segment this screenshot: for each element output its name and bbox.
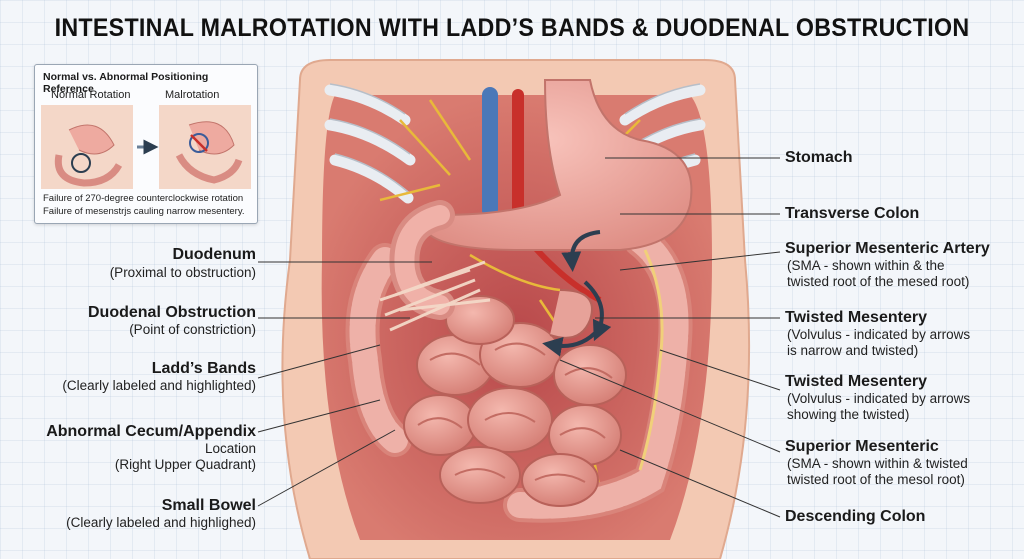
label-superior-mesenteric-line-1: (SMA - shown within & twisted [787,456,968,471]
normal-rotation-caption: Normal Rotation [51,89,131,101]
label-descending-colon: Descending Colon [785,508,926,525]
label-sma: Superior Mesenteric Artery [785,240,990,257]
label-twisted-mesentery-2-line-1: (Volvulus - indicated by arrows [787,391,971,406]
label-stomach: Stomach [785,149,853,166]
label-sma-line-1: (SMA - shown within & the [787,258,945,273]
label-abnormal-cecum-line-2: (Right Upper Quadrant) [114,457,256,472]
ladds-bands [379,260,491,332]
label-ladds-bands-line-1: (Clearly labeled and highlighted) [62,378,256,393]
label-abnormal-cecum: Abnormal Cecum/Appendix [46,423,256,440]
label-superior-mesenteric: Superior Mesenteric [785,438,939,455]
label-abnormal-cecum-line-1: Location [204,441,256,456]
label-ladds-bands: Ladd’s Bands [151,360,256,377]
label-duodenum-line-1: (Proximal to obstruction) [109,265,256,280]
label-twisted-mesentery-1-line-1: (Volvulus - indicated by arrows [787,327,971,342]
twisted-mesentery [549,289,593,339]
left-ribs [324,84,416,204]
inset-note-1: Failure of 270-degree counterclockwise r… [43,193,244,204]
positioning-reference-inset: Normal vs. Abnormal Positioning Referenc… [34,64,258,224]
inset-note-2: Failure of mesenstrjs cauling narrow mes… [43,206,245,217]
label-twisted-mesentery-1-line-2: is narrow and twisted) [787,343,919,358]
label-transverse-colon: Transverse Colon [785,205,920,222]
stomach [423,79,693,251]
inset-title: Normal vs. Abnormal Positioning Referenc… [43,71,209,95]
label-duodenal-obstruction: Duodenal Obstruction [88,304,256,321]
inset-thumbnails [41,105,251,189]
label-twisted-mesentery-2-line-2: showing the twisted) [787,407,910,422]
page-title: INTESTINAL MALROTATION WITH LADD’S BANDS… [54,14,970,42]
label-twisted-mesentery-1: Twisted Mesentery [785,309,927,326]
malrotation-caption: Malrotation [165,89,220,101]
label-duodenal-obstruction-line-1: (Point of constriction) [129,322,256,337]
label-twisted-mesentery-2: Twisted Mesentery [785,373,927,390]
label-small-bowel-line-1: (Clearly labeled and highlighed) [66,515,256,530]
label-superior-mesenteric-line-2: twisted root of the mesol root) [787,472,965,487]
small-bowel-loops [403,295,627,507]
label-small-bowel: Small Bowel [161,497,256,514]
label-duodenum: Duodenum [172,246,256,263]
label-sma-line-2: twisted root of the mesed root) [787,274,970,289]
volvulus-arrows [542,230,612,357]
